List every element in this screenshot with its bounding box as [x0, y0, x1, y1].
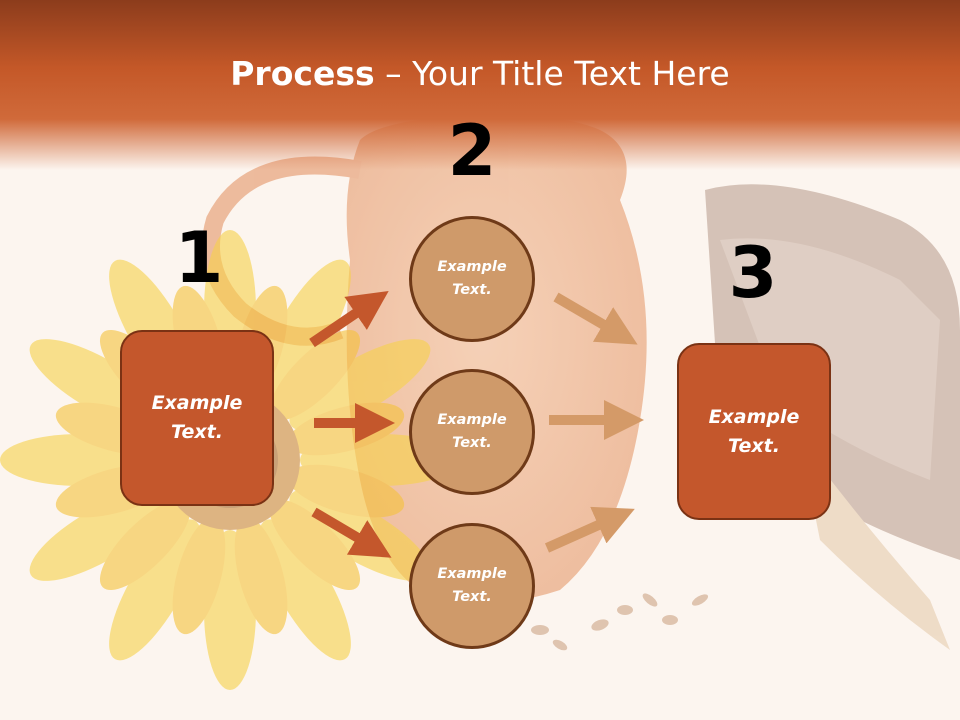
step-number-2: 2	[447, 110, 497, 192]
step-1-box: Example Text.	[120, 330, 274, 506]
arrow-to-circle-top	[309, 290, 389, 348]
slide-title: Process – Your Title Text Here	[0, 52, 960, 96]
circle-bottom: Example Text.	[409, 523, 535, 649]
circle-middle-label: Example Text.	[437, 412, 507, 451]
step-3-box: Example Text.	[677, 343, 831, 520]
circle-top-label: Example Text.	[437, 259, 507, 298]
title-rest: – Your Title Text Here	[374, 54, 730, 93]
grain-image	[531, 593, 709, 651]
circle-middle: Example Text.	[409, 369, 535, 495]
step-number-1: 1	[174, 217, 224, 299]
step-1-label: Example Text.	[151, 392, 243, 443]
arrow-from-circle-bottom	[544, 506, 635, 553]
step-3-label: Example Text.	[708, 405, 800, 457]
title-bold: Process	[230, 54, 375, 93]
step-number-3: 3	[728, 232, 778, 314]
circle-bottom-label: Example Text.	[437, 566, 507, 605]
arrow-to-circle-bottom	[311, 507, 392, 558]
circle-top: Example Text.	[409, 216, 535, 342]
header-band	[0, 0, 960, 170]
arrow-from-circle-top	[553, 292, 638, 345]
